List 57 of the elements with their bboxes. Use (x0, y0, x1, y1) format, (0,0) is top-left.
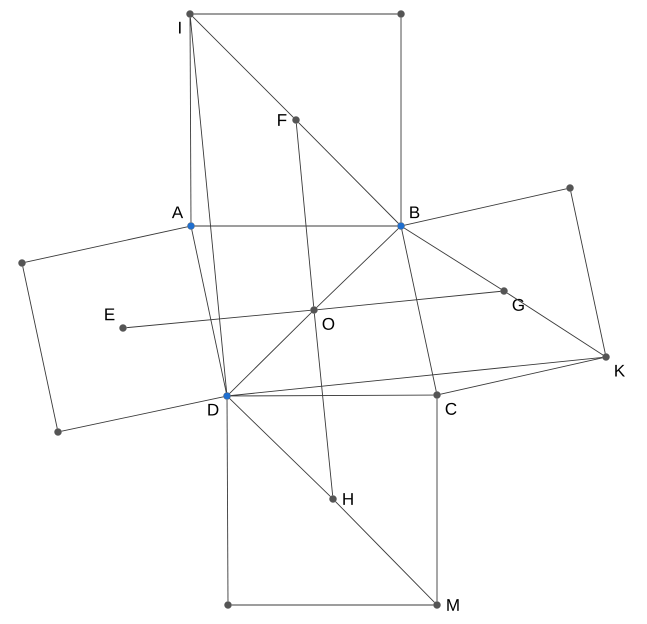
node-label: K (615, 364, 625, 377)
node-label: D (208, 404, 218, 416)
labeled-point: O (310, 306, 334, 330)
line-segment (22, 266, 58, 429)
line-segment (401, 229, 437, 392)
labeled-point: G (500, 287, 524, 311)
node-label: A (172, 206, 184, 218)
labeled-point: A (172, 206, 195, 230)
line-segment (226, 399, 228, 602)
line-segment (404, 228, 502, 290)
labeled-point: K (602, 353, 625, 377)
line-segment (317, 290, 501, 310)
line-segment (316, 228, 399, 308)
line-segment (230, 356, 603, 396)
line-segment (229, 398, 331, 497)
labeled-point: I (179, 10, 194, 34)
node-label: M (447, 599, 459, 611)
line-segment (296, 123, 314, 307)
node-label: O (322, 318, 334, 330)
node-label: E (105, 308, 114, 320)
node-label: F (278, 114, 286, 126)
line-segment (190, 17, 228, 393)
line-segment (436, 398, 438, 602)
labeled-point: C (433, 391, 456, 415)
line-segment (570, 191, 606, 354)
labeled-point: B (397, 206, 420, 230)
point (566, 184, 574, 192)
line-segment (229, 312, 312, 394)
labeled-point: D (208, 392, 231, 416)
line-segment (191, 229, 227, 393)
line-segment (61, 396, 224, 432)
node-label: H (343, 493, 353, 505)
point (54, 428, 62, 436)
node-label: I (179, 22, 181, 34)
labeled-point: F (278, 114, 300, 126)
line-segment (314, 313, 334, 496)
labeled-point: M (433, 599, 459, 611)
line-segment (440, 357, 603, 395)
labeled-point: H (329, 493, 353, 505)
point (224, 601, 232, 609)
line-segment (506, 292, 604, 356)
node-label: G (512, 298, 524, 311)
line-segment (25, 226, 188, 263)
line-segment (231, 604, 434, 606)
line-segment (400, 17, 402, 223)
node-label: C (446, 402, 456, 415)
line-segment (126, 310, 311, 328)
node-label: B (410, 206, 420, 218)
line-segment (190, 17, 192, 223)
labeled-point: E (105, 308, 127, 332)
line-segment (230, 394, 434, 396)
line-segment (298, 122, 399, 224)
point (397, 10, 405, 18)
line-segment (192, 16, 294, 118)
line-segment (404, 188, 567, 226)
point (18, 259, 26, 267)
line-segment (335, 501, 435, 603)
